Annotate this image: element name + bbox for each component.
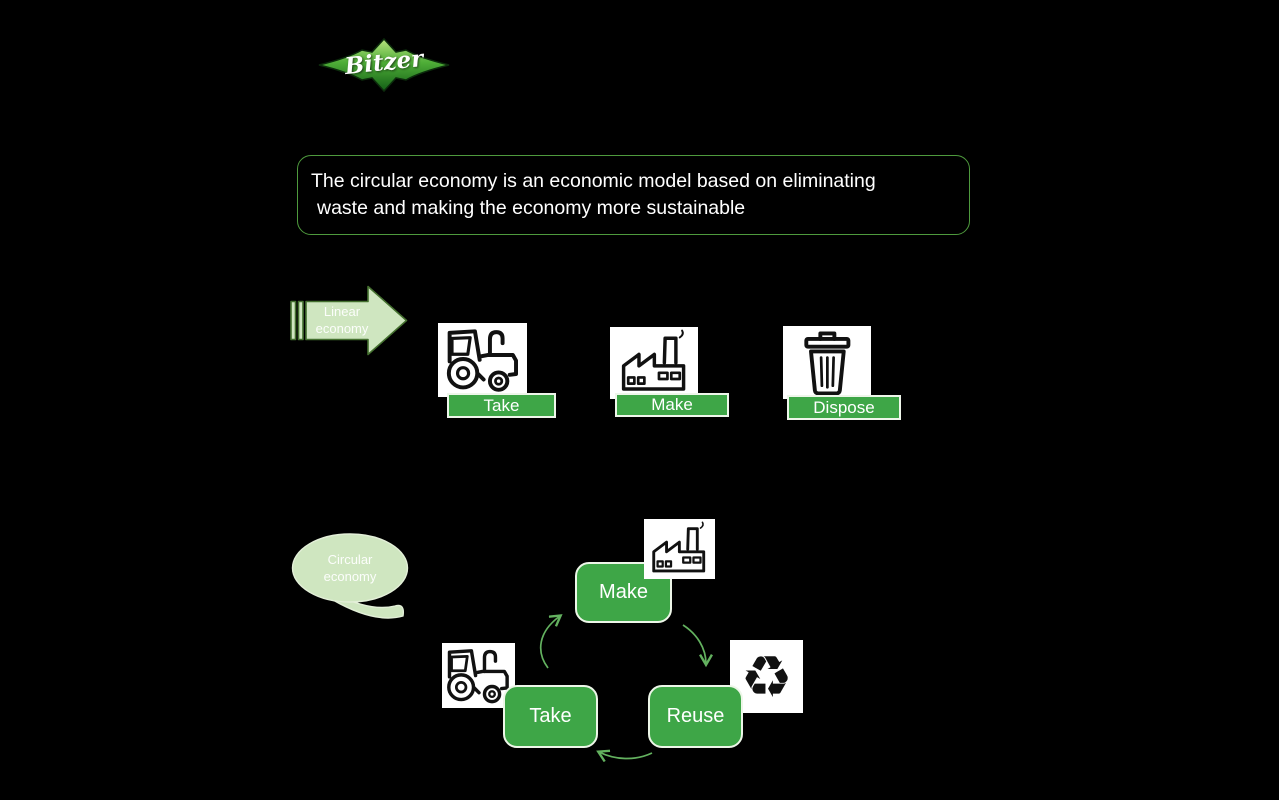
recycle-icon: ♻ — [740, 642, 793, 711]
linear-take-icon-tile — [438, 323, 527, 397]
bitzer-logo: Bitzer — [318, 36, 450, 94]
linear-economy-label-line1: Linear — [323, 304, 361, 319]
intro-text-box: The circular economy is an economic mode… — [297, 155, 970, 235]
intro-line-1: The circular economy is an economic mode… — [311, 170, 876, 192]
factory-icon — [613, 329, 696, 397]
intro-line-2: waste and making the economy more sustai… — [317, 197, 746, 219]
striped-right-arrow-icon — [290, 285, 408, 356]
oval-callout-icon — [291, 533, 409, 619]
linear-economy-arrow: Linear economy — [290, 285, 408, 356]
linear-step-label-dispose: Dispose — [787, 395, 901, 420]
circular-make-icon-tile — [644, 519, 715, 579]
circular-step-take: Take — [503, 685, 598, 748]
circular-take-icon-tile — [442, 643, 515, 708]
linear-dispose-icon-tile — [783, 326, 871, 399]
circular-economy-callout: Circular economy — [291, 532, 415, 624]
linear-economy-label: Linear economy — [302, 303, 382, 337]
circular-step-reuse: Reuse — [648, 685, 743, 748]
cycle-arrows — [539, 600, 760, 770]
arrow-take-to-make — [539, 616, 560, 669]
tractor-icon — [441, 325, 525, 395]
linear-make-icon-tile — [610, 327, 698, 399]
factory-icon — [646, 521, 713, 577]
linear-economy-label-line2: economy — [315, 321, 369, 336]
linear-step-label-take: Take — [447, 393, 556, 418]
trash-icon — [786, 328, 869, 397]
arrow-make-to-reuse — [682, 624, 706, 664]
arrow-reuse-to-take — [599, 752, 653, 759]
circular-economy-label-line1: Circular — [327, 552, 373, 567]
linear-step-label-make: Make — [615, 393, 729, 417]
bitzer-logo-star-icon — [318, 37, 450, 93]
circular-economy-label: Circular economy — [300, 551, 400, 585]
circular-economy-label-line2: economy — [323, 569, 377, 584]
